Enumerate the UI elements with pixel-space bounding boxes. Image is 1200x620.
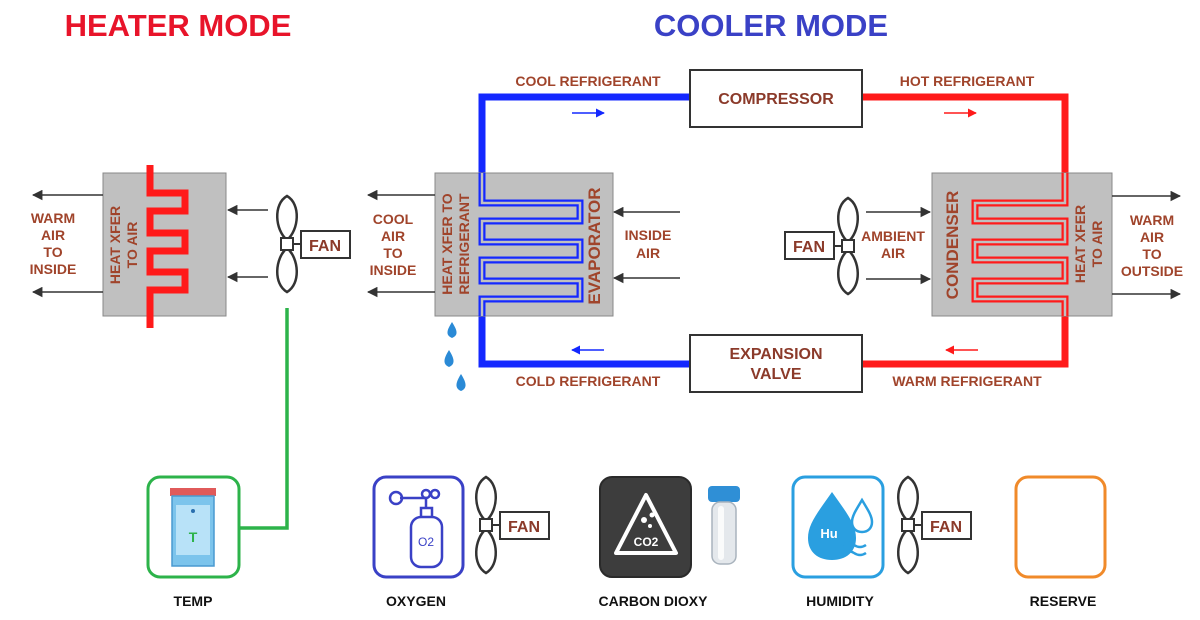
heater-out-label-3: TO (43, 244, 62, 260)
evaporator-label: EVAPORATOR (585, 187, 604, 304)
humidity-label: HUMIDITY (806, 593, 874, 609)
o2-glyph: O2 (418, 535, 434, 549)
oxygen-fan-label: FAN (508, 519, 540, 536)
temp-label: TEMP (174, 593, 213, 609)
temp-sensor[interactable]: T TEMP (146, 475, 241, 609)
reserve-slot[interactable]: RESERVE (1014, 475, 1107, 609)
heater-section: HEAT XFER TO AIR WARM AIR TO INSIDE FAN (30, 165, 351, 328)
heater-out-label-2: AIR (41, 227, 65, 243)
cool-air-label-1: COOL (373, 211, 414, 227)
inside-air-label-2: AIR (636, 245, 660, 261)
warm-air-label-1: WARM (1130, 212, 1174, 228)
ambient-air-label-1: AMBIENT (861, 228, 925, 244)
heater-fan-icon (275, 194, 301, 294)
co2-glyph: CO2 (634, 535, 659, 549)
condenser-label: CONDENSER (943, 191, 962, 300)
humidity-fan-label: FAN (930, 519, 962, 536)
heater-mode-title: HEATER MODE (65, 8, 292, 43)
heater-out-label-4: INSIDE (30, 261, 77, 277)
filter-cartridge-icon (708, 486, 740, 565)
ambient-air-label-2: AIR (881, 245, 905, 261)
heater-out-label-1: WARM (31, 210, 75, 226)
evaporator-coil-inner (480, 173, 582, 316)
warm-air-label-3: TO (1142, 246, 1161, 262)
cold-line-top (478, 93, 690, 195)
inside-air-label-1: INSIDE (625, 227, 672, 243)
heater-exchanger-label-1: HEAT XFER (107, 206, 123, 284)
co2-sensor-frame (599, 476, 692, 578)
heater-coil (146, 165, 189, 328)
oxygen-sensor-frame (372, 475, 465, 579)
cond-xfer-label-2: TO AIR (1089, 221, 1105, 268)
thermometer-icon: T (170, 488, 216, 567)
cool-air-label-4: INSIDE (370, 262, 417, 278)
heater-fan-label: FAN (309, 238, 341, 255)
oxygen-fan-icon (474, 475, 500, 575)
heater-exchanger-label-2: TO AIR (124, 222, 140, 269)
evap-xfer-label-2: REFRIGERANT (456, 193, 472, 295)
humidity-drops-icon: Hu (808, 492, 874, 560)
reserve-label: RESERVE (1030, 593, 1097, 609)
warm-air-label-4: OUTSIDE (1121, 263, 1183, 279)
hu-glyph: Hu (820, 526, 837, 541)
humidity-fan-icon (896, 475, 922, 575)
cool-refrigerant-label: COOL REFRIGERANT (515, 73, 661, 89)
condenser-fan-label: FAN (793, 239, 825, 256)
condenser-fan-label-box (784, 231, 835, 260)
co2-icon: CO2 (614, 493, 678, 555)
condenser-coil-inner (973, 173, 1067, 316)
carbon-dioxide-sensor[interactable]: CO2 CARBON DIOXY (599, 476, 709, 609)
hot-line-top (862, 93, 1069, 195)
carbon-dioxide-label: CARBON DIOXY (599, 593, 709, 609)
oxygen-sensor[interactable]: O2 OXYGEN (372, 475, 465, 609)
oxygen-label: OXYGEN (386, 593, 446, 609)
thermometer-glyph: T (189, 529, 198, 545)
cond-xfer-label-1: HEAT XFER (1072, 205, 1088, 283)
temp-sensor-wire (240, 308, 289, 530)
cold-refrigerant-label: COLD REFRIGERANT (516, 373, 661, 389)
evap-xfer-label-1: HEAT XFER TO (439, 193, 455, 294)
condensation-droplets-icon (444, 322, 466, 391)
humidity-fan-label-box (921, 511, 972, 540)
warm-air-label-2: AIR (1140, 229, 1164, 245)
compressor-label: COMPRESSOR (718, 91, 834, 108)
reserve-frame (1014, 475, 1107, 579)
expansion-valve-label-1: EXPANSION (729, 346, 822, 363)
cool-air-label-2: AIR (381, 228, 405, 244)
compressor-box (689, 69, 863, 128)
expansion-valve-label-2: VALVE (751, 366, 802, 383)
heater-fan-label-box (300, 230, 351, 259)
condenser-fan-icon (834, 196, 860, 296)
expansion-valve-box (689, 334, 863, 393)
humidity-sensor[interactable]: Hu HUMIDITY (791, 475, 885, 609)
oxygen-tank-icon: O2 (388, 488, 444, 569)
cooler-mode-title: COOLER MODE (654, 8, 888, 43)
oxygen-fan-label-box (499, 511, 550, 540)
cool-air-label-3: TO (383, 245, 402, 261)
hot-refrigerant-label: HOT REFRIGERANT (900, 73, 1035, 89)
warm-refrigerant-label: WARM REFRIGERANT (892, 373, 1042, 389)
